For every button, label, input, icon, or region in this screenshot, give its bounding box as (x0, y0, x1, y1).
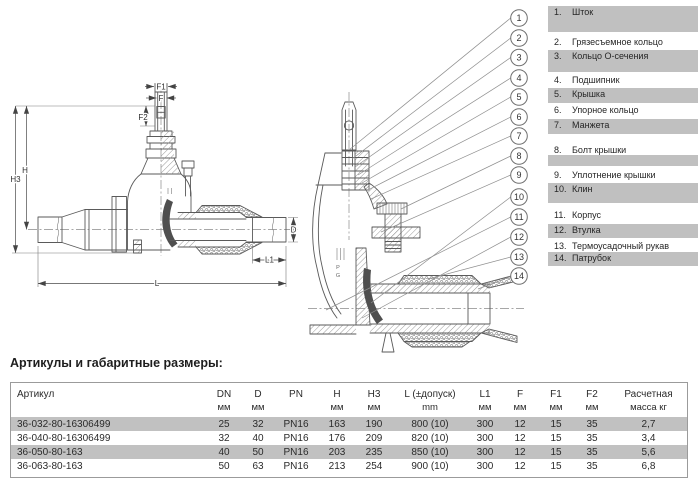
col-header: F1 (550, 389, 562, 400)
svg-text:6: 6 (516, 112, 521, 122)
col-unit: мм (330, 402, 344, 413)
col-header: H (333, 389, 341, 400)
list-spacer-band (548, 155, 698, 166)
part-list-item-11: 11.Корпус (554, 210, 602, 220)
svg-text:7: 7 (516, 131, 521, 141)
col-unit: mm (422, 402, 438, 413)
dim-label-l: L (155, 279, 160, 288)
parts-list: 1.Шток 2.Грязесъемное кольцо 3.Кольцо О-… (548, 0, 698, 280)
svg-text:5: 5 (516, 92, 521, 102)
svg-text:8: 8 (516, 151, 521, 161)
col-header: H3 (367, 389, 381, 400)
svg-text:13: 13 (514, 252, 524, 262)
callout-circle-10: 10 (510, 188, 528, 206)
svg-text:4: 4 (516, 73, 521, 83)
part-list-item-6: 6.Упорное кольцо (554, 105, 639, 115)
dim-label-f1: F1 (156, 83, 166, 92)
col-unit (274, 401, 318, 417)
svg-text:3: 3 (516, 53, 521, 63)
svg-text:9: 9 (516, 170, 521, 180)
table-title: Артикулы и габаритные размеры: (10, 356, 223, 370)
callout-circle-3: 3 (510, 48, 528, 67)
dim-label-h3: H3 (10, 175, 21, 184)
part-list-item-2: 2.Грязесъемное кольцо (554, 37, 663, 47)
spec-table-box: Артикул DN D PN H H3 L (±допуск) L1 F F1… (10, 382, 688, 478)
svg-text:1: 1 (516, 13, 521, 23)
callout-circle-11: 11 (510, 208, 528, 226)
dim-label-f2: F2 (138, 113, 148, 122)
technical-drawing: F1 F F2 (9, 9, 528, 353)
callout-circle-13: 13 (510, 248, 528, 266)
col-unit: мм (513, 402, 527, 413)
part-list-item-14: 14.Патрубок (548, 252, 698, 266)
col-unit: мм (478, 402, 492, 413)
callout-circle-9: 9 (510, 166, 528, 184)
part-list-item-9: 9.Уплотнение крышки (554, 170, 656, 180)
svg-text:14: 14 (514, 271, 524, 281)
part-list-item-1: 1.Шток (548, 6, 698, 32)
dim-label-l1: L1 (265, 256, 274, 265)
callout-circles: 1 2 3 4 5 6 7 8 9 10 11 12 13 14 (510, 9, 528, 285)
part-list-item-4: 4.Подшипник (554, 75, 620, 85)
callout-circle-4: 4 (510, 69, 528, 87)
part-list-item-12: 12.Втулка (548, 224, 698, 238)
callout-circle-1: 1 (510, 9, 528, 27)
svg-text:11: 11 (514, 212, 523, 222)
callout-circle-5: 5 (510, 88, 528, 106)
part-list-item-5: 5.Крышка (548, 88, 698, 103)
svg-text:10: 10 (514, 192, 524, 202)
dim-label-d: D (291, 226, 297, 235)
col-unit: мм (217, 402, 231, 413)
part-list-item-7: 7.Манжета (548, 119, 698, 134)
col-unit: масса кг (630, 402, 667, 413)
col-unit: мм (367, 402, 381, 413)
dim-label-f: F (159, 94, 164, 103)
part-list-item-10: 10.Клин (548, 183, 698, 203)
col-header: L (±допуск) (404, 389, 456, 400)
table-units-row: мм мм мм мм mm мм мм мм мм масса кг (11, 401, 687, 417)
table-header-row: Артикул DN D PN H H3 L (±допуск) L1 F F1… (11, 383, 687, 401)
col-header: PN (289, 389, 303, 400)
callout-circle-12: 12 (510, 228, 528, 246)
col-header: F2 (586, 389, 598, 400)
left-view-drawing: F1 F F2 (9, 81, 298, 289)
col-unit (11, 401, 206, 417)
part-list-item-8: 8.Болт крышки (554, 145, 627, 155)
callout-circle-6: 6 (510, 108, 528, 126)
col-header: D (254, 389, 262, 400)
col-header: Расчетная (624, 389, 673, 400)
svg-text:12: 12 (514, 232, 524, 242)
col-unit: мм (549, 402, 563, 413)
col-header: L1 (479, 389, 491, 400)
section-view-drawing: P G (308, 92, 524, 353)
cast-mark-g: G (336, 273, 340, 279)
callout-circle-7: 7 (510, 127, 528, 145)
callout-circle-14: 14 (510, 267, 528, 285)
col-header: Артикул (17, 389, 55, 400)
svg-text:2: 2 (516, 33, 521, 43)
leader-lines (325, 17, 511, 319)
col-header: F (516, 389, 524, 400)
col-unit: мм (585, 402, 599, 413)
callout-circle-2: 2 (510, 29, 528, 47)
cast-mark-p: P (336, 265, 340, 271)
col-header: DN (216, 389, 232, 400)
part-list-item-13: 13.Термоусадочный рукав (554, 241, 670, 251)
part-list-item-3: 3.Кольцо О-сечения (548, 50, 698, 72)
spec-table: Артикул DN D PN H H3 L (±допуск) L1 F F1… (11, 383, 687, 473)
col-unit: мм (251, 402, 265, 413)
callout-circle-8: 8 (510, 147, 528, 165)
dim-label-h: H (22, 166, 28, 175)
